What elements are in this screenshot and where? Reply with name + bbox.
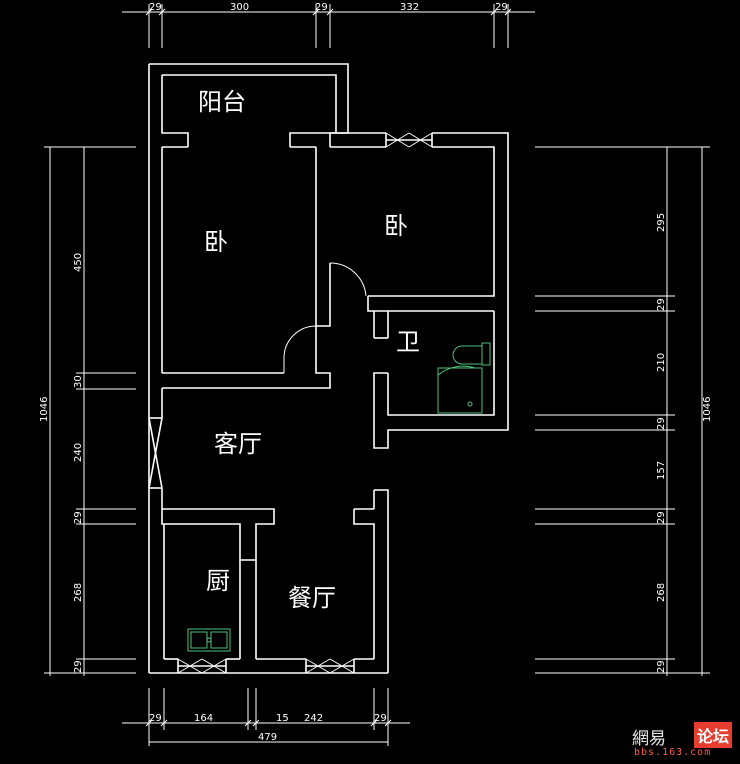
room-label-kitchen: 厨 bbox=[206, 567, 230, 595]
dim-left-4: 29 bbox=[73, 511, 84, 524]
dim-right-6: 29 bbox=[656, 511, 667, 524]
dim-bottom-1: 29 bbox=[149, 713, 162, 724]
dim-right-2: 29 bbox=[656, 298, 667, 311]
dim-top-3: 29 bbox=[315, 2, 328, 13]
dim-bottom-4: 242 bbox=[304, 713, 323, 724]
dim-left-total: 1046 bbox=[39, 397, 50, 422]
door-swings bbox=[283, 262, 367, 373]
window-cross-marks bbox=[177, 132, 433, 674]
room-label-bedroom-right: 卧 bbox=[384, 212, 408, 240]
dimension-ticks bbox=[145, 8, 512, 727]
dim-right-8: 29 bbox=[656, 660, 667, 673]
dim-top-2: 300 bbox=[230, 2, 249, 13]
dim-top-4: 332 bbox=[400, 2, 419, 13]
room-label-balcony: 阳台 bbox=[198, 88, 246, 116]
watermark-forum: 论坛 bbox=[693, 722, 732, 748]
dim-left-6: 29 bbox=[73, 660, 84, 673]
room-label-bedroom-left: 卧 bbox=[204, 228, 228, 256]
dim-right-4: 29 bbox=[656, 417, 667, 430]
room-label-dining-room: 餐厅 bbox=[288, 584, 336, 612]
dim-top-5: 29 bbox=[495, 2, 508, 13]
bathroom-fixtures bbox=[437, 342, 491, 414]
dim-bottom-2: 164 bbox=[194, 713, 213, 724]
dim-bottom-5: 29 bbox=[374, 713, 387, 724]
watermark-logo: 網易 论坛 bbs.163.com bbox=[632, 722, 732, 758]
dim-right-total: 1046 bbox=[702, 397, 713, 422]
room-label-living-room: 客厅 bbox=[214, 430, 262, 458]
dim-right-1: 295 bbox=[656, 213, 667, 232]
dim-right-5: 157 bbox=[656, 461, 667, 480]
dim-left-5: 268 bbox=[73, 583, 84, 602]
dim-bottom-3: 15 bbox=[276, 713, 289, 724]
dim-right-3: 210 bbox=[656, 353, 667, 372]
dim-bottom-total: 479 bbox=[258, 732, 277, 743]
room-label-bathroom: 卫 bbox=[396, 328, 420, 356]
dim-right-7: 268 bbox=[656, 583, 667, 602]
dim-left-2: 30 bbox=[73, 375, 84, 388]
dim-left-1: 450 bbox=[73, 253, 84, 272]
watermark-brand: 網易 bbox=[632, 729, 666, 749]
kitchen-sink bbox=[187, 628, 231, 652]
dim-top-1: 29 bbox=[149, 2, 162, 13]
walls bbox=[148, 63, 509, 674]
watermark-domain: bbs.163.com bbox=[634, 747, 712, 758]
dim-left-3: 240 bbox=[73, 443, 84, 462]
dimension-lines bbox=[44, 4, 710, 746]
